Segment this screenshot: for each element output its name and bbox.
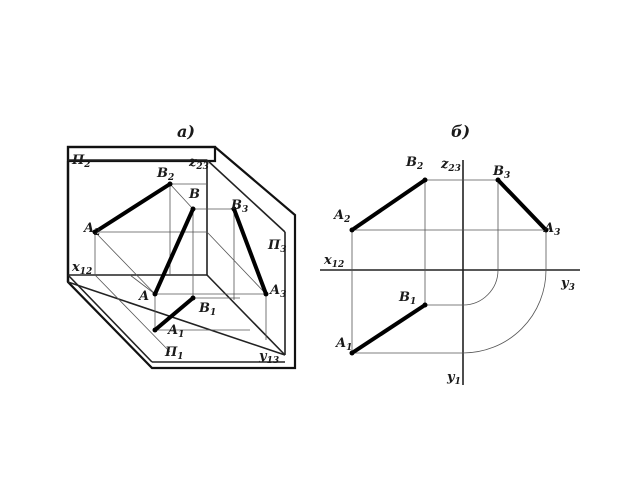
label-plane-p3: П3: [267, 238, 287, 255]
point-B2: [167, 181, 173, 187]
proj-p3-diag: [206, 231, 267, 295]
label-point-B: B: [188, 187, 200, 202]
label-axis-y13: y13: [258, 349, 279, 366]
label-point-B3: B3: [230, 198, 248, 215]
point-A3-ortho: [543, 227, 549, 233]
caption-a: а): [177, 122, 195, 141]
segment-AB: [153, 207, 195, 296]
point-A1: [152, 327, 158, 333]
label-axis-z23-ortho: z23: [440, 157, 461, 174]
point-A2-ortho: [349, 227, 355, 233]
segment-A2B2: [93, 182, 172, 234]
axonometric-view: П2 П3 П1 x12 z23 y13 A2 B2 B B3 A B1 A1 …: [66, 145, 297, 370]
label-plane-p2: П2: [71, 153, 91, 170]
label-axis-y1-ortho: y1: [446, 370, 461, 387]
label-point-A2: A2: [82, 221, 100, 238]
label-point-A1-ortho: A1: [334, 336, 352, 353]
axis-y13-edge: [206, 274, 286, 356]
label-point-B3-ortho: B3: [492, 164, 510, 181]
point-B: [190, 206, 196, 212]
arc-A: [462, 269, 547, 354]
point-B2-ortho: [422, 177, 428, 183]
point-B3-ortho: [495, 177, 501, 183]
segment-A2B2-ortho: [350, 178, 427, 232]
label-point-B1: B1: [198, 301, 216, 318]
proj-A2-p1: [129, 274, 156, 295]
label-point-B2-ortho: B2: [405, 155, 423, 172]
p1-inner-front: [67, 281, 286, 356]
label-point-B2: B2: [156, 166, 174, 183]
label-axis-x12-ortho: x12: [323, 253, 344, 270]
proj-A2-A: [94, 231, 156, 295]
arc-B: [462, 269, 499, 306]
label-axis-x12: x12: [71, 260, 92, 277]
point-B3: [231, 206, 237, 212]
label-plane-p1: П1: [164, 345, 184, 362]
segment-A1B1-ortho: [350, 303, 427, 355]
segment-B3A3: [232, 207, 268, 296]
p3-inner-top: [206, 159, 286, 233]
point-A2: [92, 229, 98, 235]
label-point-B1-ortho: B1: [398, 290, 416, 307]
proj-B2-B: [169, 183, 194, 210]
point-B1-ortho: [422, 302, 428, 308]
point-A1-ortho: [349, 350, 355, 356]
label-point-A3: A3: [268, 283, 286, 300]
point-A3: [263, 291, 269, 297]
caption-b: б): [451, 122, 470, 141]
segment-A1B1: [153, 296, 195, 332]
proj-x12-p1: [94, 274, 171, 353]
point-A: [152, 291, 158, 297]
label-axis-z23: z23: [188, 155, 209, 172]
label-point-A: A: [137, 289, 149, 304]
label-point-A1: A1: [166, 323, 184, 340]
label-axis-y3-ortho: y3: [560, 276, 575, 293]
segment-B3A3-ortho: [496, 178, 548, 232]
label-point-A3-ortho: A3: [542, 221, 560, 238]
label-point-A2-ortho: A2: [332, 208, 350, 225]
orthographic-view: z23 x12 y3 y1 A2 B2 B3 A3 B1 A1: [320, 155, 580, 387]
point-B1: [190, 295, 196, 301]
p1-inner-left: [67, 274, 153, 363]
